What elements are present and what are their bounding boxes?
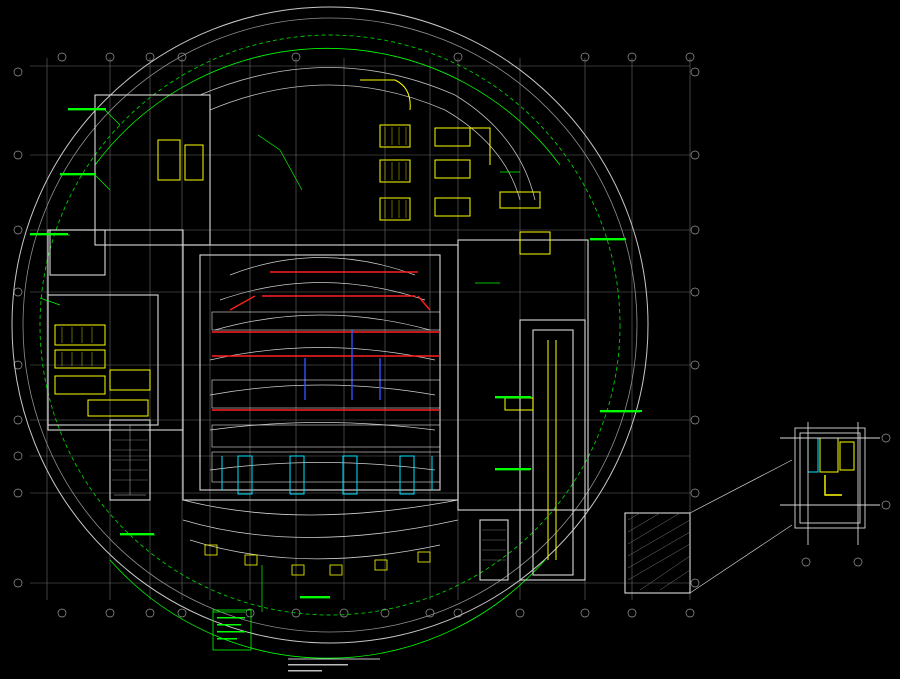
enlarged-detail-duct [824,475,842,496]
duct-hatch [61,127,407,366]
wall-hatch [112,429,691,591]
note-box [212,609,252,651]
auditorium-seating [209,257,436,471]
yellow-ductwork [54,79,855,560]
stair-cores [114,424,146,496]
building-walls [47,94,691,594]
front-zone [182,499,459,560]
enlarged-detail-bubbles [801,433,891,567]
pipe-runs [212,271,440,411]
building-envelope [11,6,649,659]
grid-bubbles [13,52,700,618]
auditorium-ducts [211,311,441,483]
cyan-equipment [221,437,819,495]
note-box-lines [217,617,245,640]
title-note-bars [288,664,348,672]
enlarged-detail-plan [780,422,880,545]
green-label-blocks [30,108,642,598]
top-shell-band [199,67,536,201]
detail-callout-lines [689,459,793,594]
front-zone-equipment [204,544,431,576]
